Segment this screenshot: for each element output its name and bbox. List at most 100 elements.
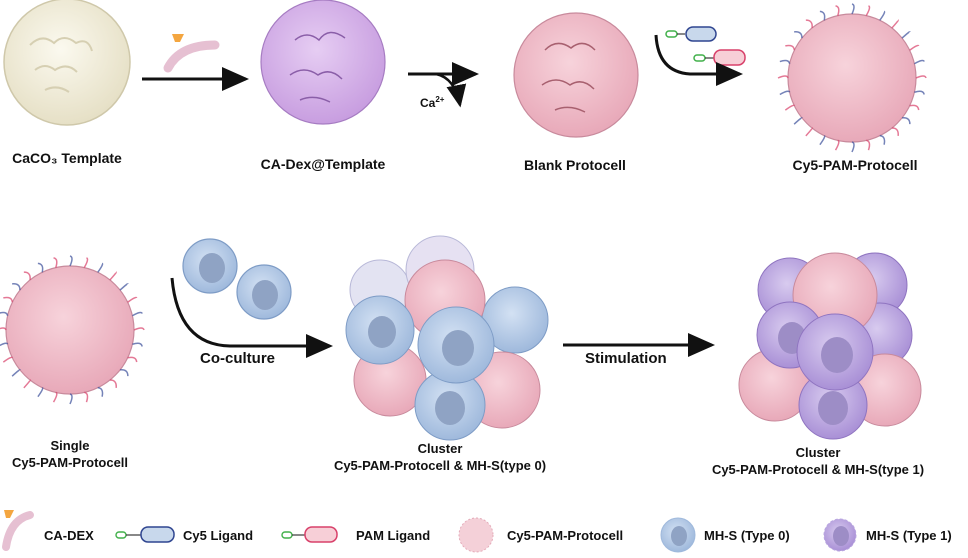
ca-dex-icon: [2, 510, 34, 551]
label-single-protocell: Single Cy5-PAM-Protocell: [0, 437, 140, 471]
label-caco3-template: CaCO₃ Template: [12, 150, 122, 166]
legend-mhs-type1: MH-S (Type 1): [866, 528, 952, 543]
ligand-hair: [793, 117, 803, 125]
label-ca2plus: Ca2+: [420, 91, 444, 112]
ligand-hair: [109, 271, 117, 281]
cy5-pam-protocell-sphere: [777, 3, 927, 153]
ca-charge: 2+: [435, 95, 445, 104]
single-protocell-sphere: [0, 255, 145, 405]
ligand-hair: [909, 44, 920, 51]
ligand-hair: [779, 59, 791, 64]
ligand-hair: [97, 262, 104, 273]
ligand-hair: [52, 391, 58, 403]
ligand-hair: [127, 296, 138, 303]
ca-text: Ca: [420, 96, 436, 110]
ligand-hair: [0, 327, 7, 331]
label-cluster-type1: Cluster Cy5-PAM-Protocell & MH-S(type 1): [668, 444, 968, 478]
label-blank-protocell: Blank Protocell: [524, 157, 626, 173]
mhs-type0-pair: [182, 238, 292, 320]
arrow-ca-release: [435, 72, 467, 108]
ligand-hair: [53, 257, 58, 268]
label-stimulation: Stimulation: [585, 350, 667, 367]
ligand-hair: [851, 141, 855, 153]
ligand-hair: [127, 356, 138, 363]
ligand-hair: [69, 255, 73, 267]
label-cluster0-line1: Cluster: [417, 441, 463, 456]
ligand-hair: [69, 393, 73, 405]
ligand-hair: [11, 369, 21, 377]
ca-dex-template-sphere: [260, 0, 386, 125]
ligand-hair: [119, 283, 129, 291]
ca-dex-reagent-icon: [163, 34, 220, 73]
ligand-hair: [119, 369, 129, 377]
ligand-hair: [23, 379, 31, 389]
ligand-hair: [851, 3, 855, 15]
ligand-hair: [779, 90, 791, 96]
ligand-hair: [784, 104, 796, 111]
cluster-type0: [345, 235, 549, 441]
cy5-ligand-icon: [115, 526, 175, 543]
ligand-hair: [23, 271, 31, 281]
legend-ca-dex: CA-DEX: [44, 528, 94, 543]
legend-cy5-pam-protocell: Cy5-PAM-Protocell: [507, 528, 624, 543]
ligand-hair: [97, 386, 104, 397]
label-cluster1-line2: Cy5-PAM-Protocell & MH-S(type 1): [711, 462, 925, 477]
protocell-icon: [458, 517, 494, 553]
ligand-hair: [865, 5, 871, 16]
ligand-hair: [37, 386, 44, 398]
mhs-type0-icon: [660, 517, 696, 553]
arrow-ligand-attach: [654, 34, 743, 86]
ligand-hair: [0, 311, 9, 316]
ligand-hair: [37, 262, 44, 273]
pam-ligand-icon: [281, 526, 338, 543]
arrow-coculture: [170, 277, 333, 358]
ligand-hair: [12, 283, 21, 291]
ligand-hair: [2, 356, 14, 363]
label-cluster0-line2: Cy5-PAM-Protocell & MH-S(type 0): [333, 458, 547, 473]
label-cluster1-line1: Cluster: [795, 445, 841, 460]
legend-mhs-type0: MH-S (Type 0): [704, 528, 790, 543]
ligand-hair: [835, 5, 840, 16]
label-cy5-pam-protocell: Cy5-PAM-Protocell: [792, 157, 918, 173]
legend-pam-ligand: PAM Ligand: [356, 528, 431, 543]
ligand-hair: [777, 75, 789, 79]
ligand-hair: [132, 311, 143, 317]
ligand-hair: [914, 59, 925, 65]
ligand-hair: [3, 296, 14, 303]
ligand-hair: [819, 134, 826, 146]
label-coculture: Co-culture: [200, 350, 275, 367]
label-single-line1: Single: [50, 438, 90, 453]
mhs-type1-icon: [823, 518, 857, 552]
ligand-hair: [879, 134, 886, 145]
ligand-hair: [915, 75, 927, 79]
ligand-hair: [805, 19, 813, 29]
ligand-hair: [0, 342, 9, 347]
ligand-hair: [909, 104, 920, 111]
ligand-hair: [805, 127, 813, 137]
label-ca-dex-template: CA-Dex@Template: [260, 156, 386, 172]
ligand-hair: [891, 19, 899, 29]
ligand-hair: [83, 257, 89, 268]
ligand-hair: [109, 379, 117, 388]
cluster-type1: [738, 252, 922, 440]
blank-protocell-sphere: [513, 12, 639, 138]
ligand-hair: [785, 44, 796, 51]
ligand-hair: [84, 391, 89, 403]
ligand-hair: [901, 117, 911, 125]
ligand-hair: [133, 327, 145, 331]
label-single-line2: Cy5-PAM-Protocell: [11, 455, 129, 470]
legend-cy5-ligand: Cy5 Ligand: [183, 528, 254, 543]
ligand-hair: [794, 31, 803, 39]
ligand-hair: [132, 342, 143, 347]
ligand-hair: [914, 90, 925, 95]
ligand-reagents-icon: [665, 26, 746, 66]
ligand-hair: [879, 10, 886, 21]
label-cluster-type0: Cluster Cy5-PAM-Protocell & MH-S(type 0): [290, 440, 590, 474]
ligand-hair: [866, 139, 871, 151]
ligand-hair: [819, 10, 826, 21]
ligand-hair: [901, 31, 911, 39]
caco3-template-sphere: [3, 0, 131, 126]
ligand-hair: [834, 139, 840, 151]
ligand-hair: [891, 127, 899, 136]
